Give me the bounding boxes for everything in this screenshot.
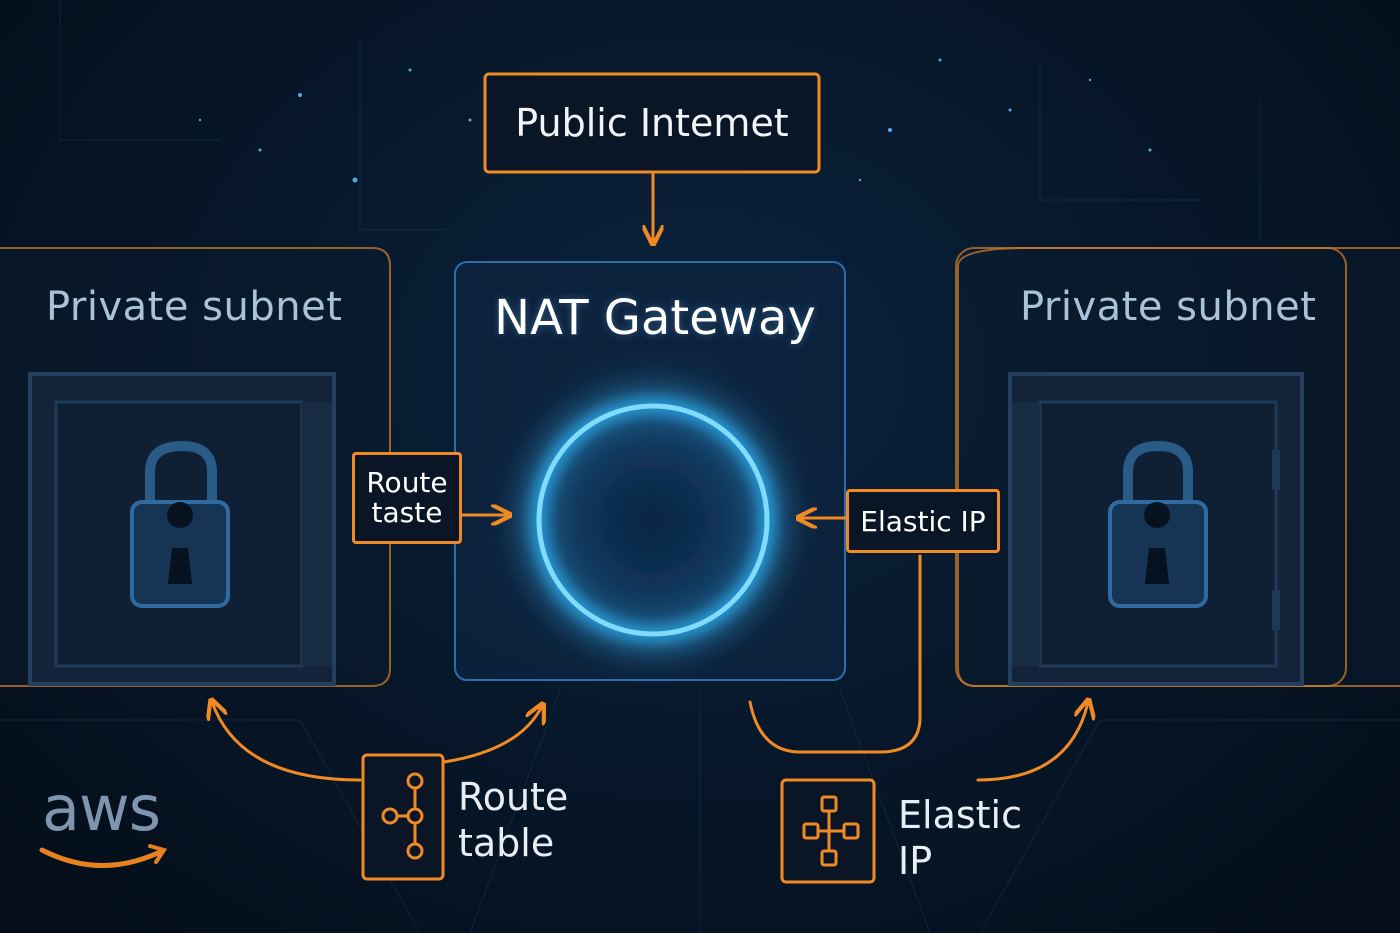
internet-label: Public Intemet	[515, 101, 789, 145]
route-tag-label: Route taste	[366, 466, 448, 529]
legend-route-label: Route table	[458, 775, 569, 865]
legend-elastic-label: Elastic IP	[898, 793, 1023, 883]
left-keyhole	[167, 502, 194, 584]
arrow-elastic-legend-to-right	[976, 702, 1088, 782]
arrow-route-table-to-left	[212, 702, 362, 782]
route-table-icon	[381, 772, 424, 860]
right-lock-icon	[1123, 440, 1193, 504]
line-elastic-tag-to-curve	[748, 554, 922, 754]
elastic-tag: Elastic IP	[846, 489, 1000, 553]
arrow-route-table-to-nat	[442, 706, 542, 764]
elastic-ip-icon	[802, 795, 860, 867]
aws-smile-icon	[39, 847, 163, 868]
nat-gateway-title: NAT Gateway	[494, 290, 816, 346]
nat-ring-icon	[536, 403, 770, 637]
elastic-tag-label: Elastic IP	[860, 504, 986, 538]
left-lock-icon	[145, 440, 217, 504]
right-keyhole	[1144, 502, 1171, 584]
left-subnet-title: Private subnet	[46, 284, 343, 330]
aws-logo-text: aws	[42, 772, 161, 845]
background-stars	[198, 58, 1152, 183]
right-subnet-title: Private subnet	[1020, 284, 1317, 330]
route-tag: Route taste	[352, 452, 462, 544]
